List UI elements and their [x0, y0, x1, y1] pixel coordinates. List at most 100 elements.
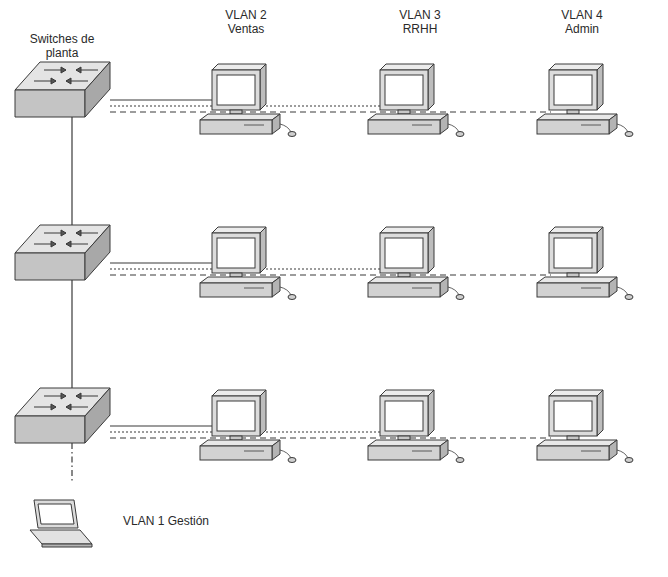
monitor-screen: [554, 75, 592, 105]
monitor-frame: [380, 233, 428, 273]
access-link: [110, 111, 551, 112]
monitor-side: [428, 64, 434, 110]
mouse: [288, 458, 296, 463]
outline-shape: [332, 42, 492, 476]
monitor-side: [428, 227, 434, 273]
access-link: [110, 437, 551, 438]
management-link: [71, 443, 72, 481]
outline-shape: [5, 481, 109, 569]
monitor-stand: [567, 436, 579, 440]
computer-icon: [368, 227, 464, 300]
monitor-top: [549, 64, 603, 70]
case-front: [537, 120, 609, 134]
trunk-line: [71, 117, 72, 240]
case-front: [537, 446, 609, 460]
monitor-top: [380, 390, 434, 396]
monitor-stand: [230, 273, 242, 277]
case-front: [368, 283, 440, 297]
switch-icon: [15, 225, 110, 280]
monitor-frame: [212, 396, 260, 436]
monitor-screen: [385, 238, 423, 268]
case-side: [609, 277, 617, 297]
case-front: [537, 283, 609, 297]
access-link: [110, 262, 214, 263]
switch-arrowhead: [61, 393, 66, 399]
vlan-label: VLAN 3 RRHH: [388, 8, 452, 36]
drive-slot: [412, 125, 432, 126]
monitor-screen: [554, 238, 592, 268]
computer-icon: [537, 227, 633, 300]
monitor-frame: [212, 233, 260, 273]
drive-slot: [412, 451, 432, 452]
case-top: [537, 277, 617, 283]
monitor-stand: [398, 110, 410, 114]
computer-icon: [537, 390, 633, 463]
monitor-screen: [385, 401, 423, 431]
monitor-top: [549, 227, 603, 233]
mouse-cord: [448, 124, 459, 132]
mouse-cord: [617, 124, 628, 132]
monitor-side: [597, 227, 603, 273]
mouse: [625, 295, 633, 300]
case-side: [440, 277, 448, 297]
monitor-stand: [230, 436, 242, 440]
outline-shape: [163, 42, 321, 476]
monitor-top: [212, 390, 266, 396]
computer-icon: [368, 64, 464, 137]
monitor-side: [260, 227, 266, 273]
drive-slot: [244, 451, 264, 452]
case-top: [537, 440, 617, 446]
case-side: [609, 114, 617, 134]
case-top: [368, 440, 448, 446]
switch-arrowhead: [76, 67, 81, 73]
laptop-lid: [34, 500, 78, 528]
case-top: [368, 277, 448, 283]
switch-icon: [15, 62, 110, 117]
outline-ellipse: [333, 43, 491, 475]
access-link: [110, 425, 214, 426]
monitor-frame: [549, 233, 597, 273]
monitor-top: [212, 64, 266, 70]
mouse: [456, 132, 464, 137]
monitor-frame: [380, 70, 428, 110]
monitor-top: [549, 390, 603, 396]
switch-arrowhead: [76, 393, 81, 399]
mouse-cord: [448, 450, 459, 458]
switch-arrowhead: [76, 230, 81, 236]
drive-slot: [581, 288, 601, 289]
computer-icon: [200, 390, 296, 463]
case-side: [272, 440, 280, 460]
switch-arrowhead: [66, 404, 71, 410]
outline-shape: [500, 42, 660, 476]
mouse: [625, 458, 633, 463]
group-label: Switches de planta: [16, 32, 108, 60]
access-link: [110, 99, 214, 100]
mouse: [456, 295, 464, 300]
trunk-line: [71, 280, 72, 403]
mouse-cord: [617, 450, 628, 458]
mouse-cord: [617, 287, 628, 295]
drive-slot: [581, 451, 601, 452]
case-top: [200, 440, 280, 446]
monitor-screen: [554, 401, 592, 431]
case-side: [440, 114, 448, 134]
switch-front: [15, 90, 85, 117]
monitor-side: [428, 390, 434, 436]
drive-slot: [244, 288, 264, 289]
computer-icon: [200, 227, 296, 300]
monitor-stand: [230, 110, 242, 114]
mouse-cord: [280, 124, 291, 132]
vlan-label: VLAN 1 Gestión: [123, 514, 209, 528]
laptop-base: [30, 530, 92, 544]
mouse: [456, 458, 464, 463]
case-front: [200, 120, 272, 134]
switch-icon: [15, 388, 110, 443]
switch-arrowhead: [61, 67, 66, 73]
case-side: [272, 277, 280, 297]
vlan-ellipse: VLAN 2 Ventas: [163, 42, 321, 476]
monitor-side: [597, 64, 603, 110]
monitor-frame: [549, 396, 597, 436]
